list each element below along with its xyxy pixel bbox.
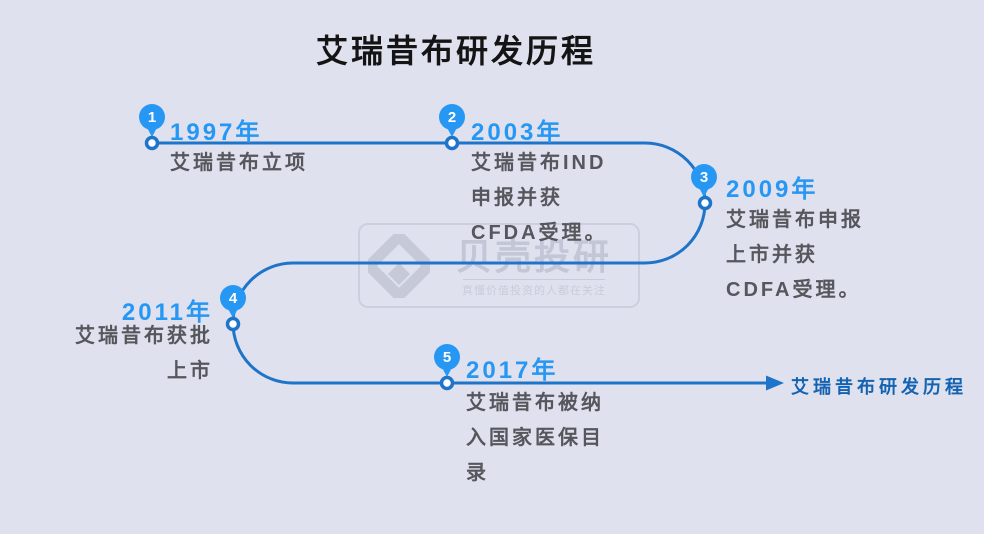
milestone-2-desc: 艾瑞昔布IND 申报并获 CFDA受理。: [471, 152, 608, 244]
milestone-pin-5: 5: [434, 344, 460, 391]
watermark-box: 贝壳投研 真懂价值投资的人都在关注: [358, 223, 640, 308]
page-title: 艾瑞昔布研发历程: [315, 33, 596, 69]
node-dot: [144, 135, 160, 151]
milestone-pin-3: 3: [691, 164, 717, 211]
node-dot: [225, 316, 241, 332]
milestone-5-year: 2017年: [466, 357, 559, 384]
watermark-diamond-icon: [368, 233, 430, 298]
pin-number: 3: [700, 169, 708, 186]
arrowhead-icon: [766, 375, 784, 391]
milestone-5-desc: 艾瑞昔布被纳 入国家医保目 录: [466, 392, 604, 484]
node-dot: [439, 375, 455, 391]
milestone-1-desc: 艾瑞昔布立项: [170, 152, 308, 174]
milestone-4-desc: 艾瑞昔布获批 上市: [75, 325, 213, 382]
node-dot: [444, 135, 460, 151]
milestone-2-year: 2003年: [471, 119, 564, 146]
watermark-tagline: 真懂价值投资的人都在关注: [462, 284, 606, 297]
milestone-pin-1: 1: [139, 104, 165, 151]
watermark-brand: 贝壳投研: [455, 235, 612, 277]
milestone-1-year: 1997年: [170, 119, 263, 146]
milestone-3-desc: 艾瑞昔布申报 上市并获 CDFA受理。: [726, 209, 864, 301]
node-dot: [697, 195, 713, 211]
milestone-pin-4: 4: [220, 285, 246, 332]
pin-number: 1: [148, 109, 156, 126]
milestone-3-year: 2009年: [726, 176, 819, 203]
pin-number: 2: [448, 109, 456, 126]
watermark-divider: [463, 278, 605, 280]
pin-number: 4: [229, 290, 238, 307]
timeline-end-label: 艾瑞昔布研发历程: [791, 377, 967, 397]
pin-number: 5: [443, 349, 451, 366]
milestone-4-year: 2011年: [121, 299, 213, 326]
milestone-pin-2: 2: [439, 104, 465, 151]
